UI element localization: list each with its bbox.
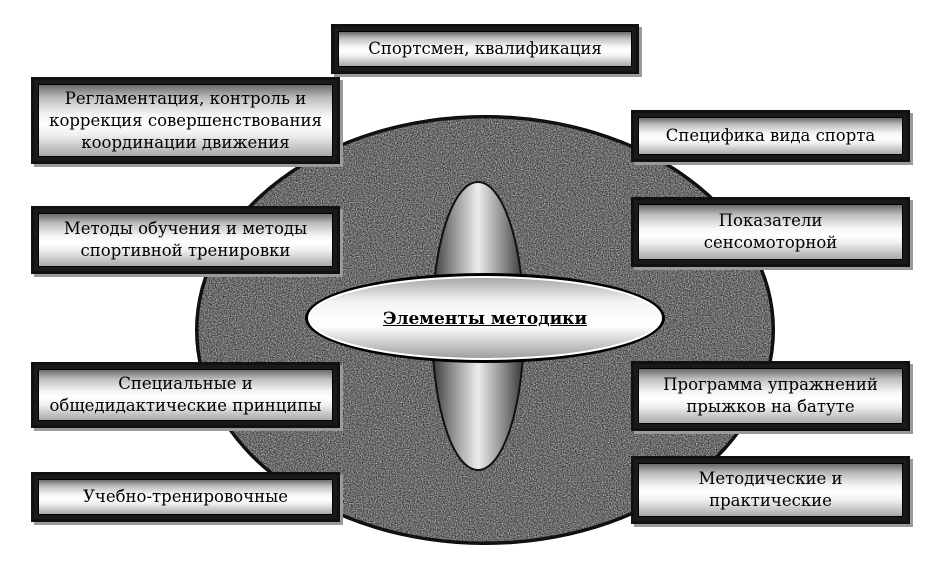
box-label: Специальные и общедидактические принципы: [38, 369, 333, 421]
box-label: Показатели сенсомоторной: [638, 204, 903, 260]
box-methodical-practical: Методические и практические: [631, 456, 910, 524]
box-label: Программа упражнений прыжков на батуте: [638, 368, 903, 424]
box-label: Учебно-тренировочные: [38, 479, 333, 515]
box-label: Специфика вида спорта: [638, 117, 903, 155]
box-label: Регламентация, контроль и коррекция сове…: [38, 84, 333, 157]
box-sport-specifics: Специфика вида спорта: [631, 110, 910, 162]
box-trampoline-program: Программа упражнений прыжков на батуте: [631, 361, 910, 431]
box-regulation-control: Регламентация, контроль и коррекция сове…: [31, 77, 340, 164]
box-principles: Специальные и общедидактические принципы: [31, 362, 340, 428]
box-label: Методы обучения и методы спортивной трен…: [38, 213, 333, 267]
box-teaching-methods: Методы обучения и методы спортивной трен…: [31, 206, 340, 274]
box-athlete-qualification: Спортсмен, квалификация: [331, 24, 639, 74]
box-label: Спортсмен, квалификация: [338, 31, 632, 67]
center-title: Элементы методики: [382, 309, 588, 329]
box-sensomotor: Показатели сенсомоторной: [631, 197, 910, 267]
box-training: Учебно-тренировочные: [31, 472, 340, 522]
box-label: Методические и практические: [638, 463, 903, 517]
